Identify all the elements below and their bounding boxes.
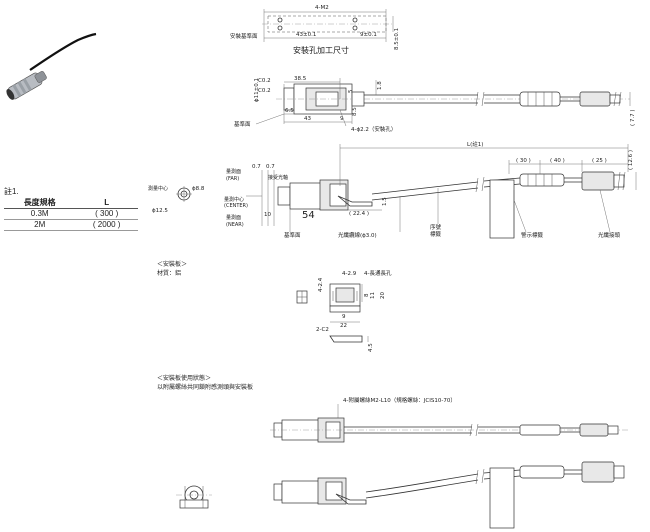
usage-desc: 以附屬螺絲共同鎖附感測頭與安裝板 bbox=[157, 383, 253, 391]
hole-dim-8-5: 8.5±0.1 bbox=[394, 28, 400, 50]
main-view: 測量中心 ϕ8.8 ϕ12.5 量測面 (FAR) 量測中心 (CENTER) … bbox=[148, 140, 637, 239]
near-label-1: 量測面 bbox=[226, 214, 241, 221]
hole-view: 4-M2 安裝基準面 43±0.1 9±0.1 8.5±0.1 安裝孔加工尺寸 bbox=[230, 5, 400, 55]
near-label-2: (NEAR) bbox=[226, 222, 244, 228]
top-dim-6-5: 6.5 bbox=[285, 108, 294, 114]
recv-axis-label: 接受光軸 bbox=[268, 174, 288, 181]
main-dim-12-6: ( 12.6 ) bbox=[628, 150, 634, 170]
hole-dim-43: 43±0.1 bbox=[296, 32, 316, 38]
usage-view: ＜安裝板使用狀態＞ 以附屬螺絲共同鎖附感測頭與安裝板 4-附屬螺絲M2-L10（… bbox=[157, 374, 630, 529]
spec-header-L: L bbox=[75, 198, 138, 209]
spec-cell-length: 2M bbox=[4, 219, 76, 231]
top-dim-9: 9 bbox=[340, 116, 344, 122]
top-hole-note: 4-ϕ2.2（安裝孔） bbox=[351, 125, 396, 133]
fiber-connector-label: 光纖接頭 bbox=[598, 231, 621, 239]
bracket-dim-8: 8 bbox=[364, 293, 370, 297]
top-dim-7-7: ( 7.7 ) bbox=[630, 109, 636, 126]
top-c02-a: C0.2 bbox=[258, 78, 271, 84]
main-diam-12-5: ϕ12.5 bbox=[152, 208, 168, 214]
bracket-dim-22: 22 bbox=[340, 323, 347, 329]
spec-cell-L: ( 300 ) bbox=[75, 208, 138, 220]
warning-label: 警示標籤 bbox=[521, 231, 544, 239]
far-label-1: 量測面 bbox=[226, 168, 241, 175]
hole-view-title: 安裝孔加工尺寸 bbox=[293, 45, 349, 55]
top-diam-11: ϕ11±0.1 bbox=[254, 78, 260, 102]
bracket-material: 材質：鋁 bbox=[157, 269, 181, 277]
bracket-dim-4-2-9: 4-2.9 bbox=[342, 271, 357, 277]
spec-table-header-row: 長度規格 L bbox=[4, 198, 138, 209]
main-strain-relief bbox=[519, 173, 565, 187]
bracket-dim-11: 11 bbox=[370, 292, 376, 299]
center-label-2: (CENTER) bbox=[224, 203, 248, 209]
bracket-long-hole: 4-長通長孔 bbox=[364, 269, 392, 277]
main-dim-L: L(註1) bbox=[467, 140, 483, 148]
usage-screw-note: 4-附屬螺絲M2-L10（規格螺絲：JCIS10-70） bbox=[343, 396, 456, 404]
spec-cell-length: 0.3M bbox=[4, 208, 76, 220]
main-diam-8-8: ϕ8.8 bbox=[192, 186, 205, 192]
top-strain-relief bbox=[519, 91, 561, 107]
bracket-dim-20: 20 bbox=[380, 292, 386, 299]
top-view: ϕ11±0.1 C0.2 C0.2 38.5 6.5 43 9 5 8.5 1.… bbox=[234, 76, 636, 133]
product-photo bbox=[6, 32, 97, 100]
main-dim-0-7-a: 0.7 bbox=[252, 164, 261, 170]
top-c02-b: C0.2 bbox=[258, 88, 271, 94]
serial-label-2: 標籤 bbox=[430, 230, 442, 238]
usage-title: ＜安裝板使用狀態＞ bbox=[157, 374, 211, 382]
main-dim-10: 10 bbox=[264, 212, 271, 218]
hole-dim-9: 9±0.1 bbox=[360, 32, 377, 38]
center-label-1: 量測中心 bbox=[224, 196, 244, 203]
main-dim-1-5: 1.5 bbox=[382, 197, 388, 206]
top-ref-surface: 基準面 bbox=[234, 120, 251, 128]
main-ref-surface: 基準面 bbox=[284, 231, 301, 239]
main-dim-25: ( 25 ) bbox=[592, 158, 607, 164]
top-dim-38-5: 38.5 bbox=[294, 76, 307, 82]
bracket-view: ＜安裝板＞ 材質：鋁 4-2.9 4-長通長孔 8 11 20 9 22 4-2… bbox=[157, 260, 392, 352]
usage-front-view bbox=[176, 485, 212, 509]
top-dim-8-5: 8.5 bbox=[352, 107, 358, 116]
length-spec-table: 長度規格 L 0.3M ( 300 ) 2M ( 2000 ) bbox=[4, 198, 138, 231]
bracket-dim-9: 9 bbox=[342, 314, 346, 320]
top-dim-1-8: 1.8 bbox=[377, 81, 383, 90]
main-dim-30: ( 30 ) bbox=[516, 158, 531, 164]
hole-ref-surface-label: 安裝基準面 bbox=[230, 32, 258, 40]
bracket-dim-4-5: 4.5 bbox=[368, 343, 374, 352]
spec-cell-L: ( 2000 ) bbox=[75, 219, 138, 231]
main-dim-0-7-b: 0.7 bbox=[266, 164, 275, 170]
meas-center-label: 測量中心 bbox=[148, 185, 168, 192]
table-row: 2M ( 2000 ) bbox=[4, 219, 138, 231]
hole-thread-label: 4-M2 bbox=[315, 5, 329, 11]
main-dim-40: ( 40 ) bbox=[550, 158, 565, 164]
main-dim-22-4: ( 22.4 ) bbox=[349, 211, 369, 217]
spec-header-length: 長度規格 bbox=[4, 198, 76, 209]
spec-note-label: 註1. bbox=[4, 187, 19, 196]
bracket-title: ＜安裝板＞ bbox=[157, 260, 187, 268]
top-dim-43: 43 bbox=[304, 116, 311, 122]
bracket-dim-4-2-4: 4-2.4 bbox=[318, 277, 324, 292]
far-label-2: (FAR) bbox=[226, 176, 239, 182]
table-row: 0.3M ( 300 ) bbox=[4, 208, 138, 220]
top-dim-5: 5 bbox=[348, 89, 354, 93]
bracket-dim-2-c2: 2-C2 bbox=[316, 327, 329, 333]
main-dim-54: 54 bbox=[302, 210, 315, 221]
bracket-side-small bbox=[296, 290, 308, 304]
fiber-cable-label: 光纖纜線(ϕ3.0) bbox=[338, 231, 377, 239]
serial-label-1: 序號 bbox=[430, 223, 442, 231]
